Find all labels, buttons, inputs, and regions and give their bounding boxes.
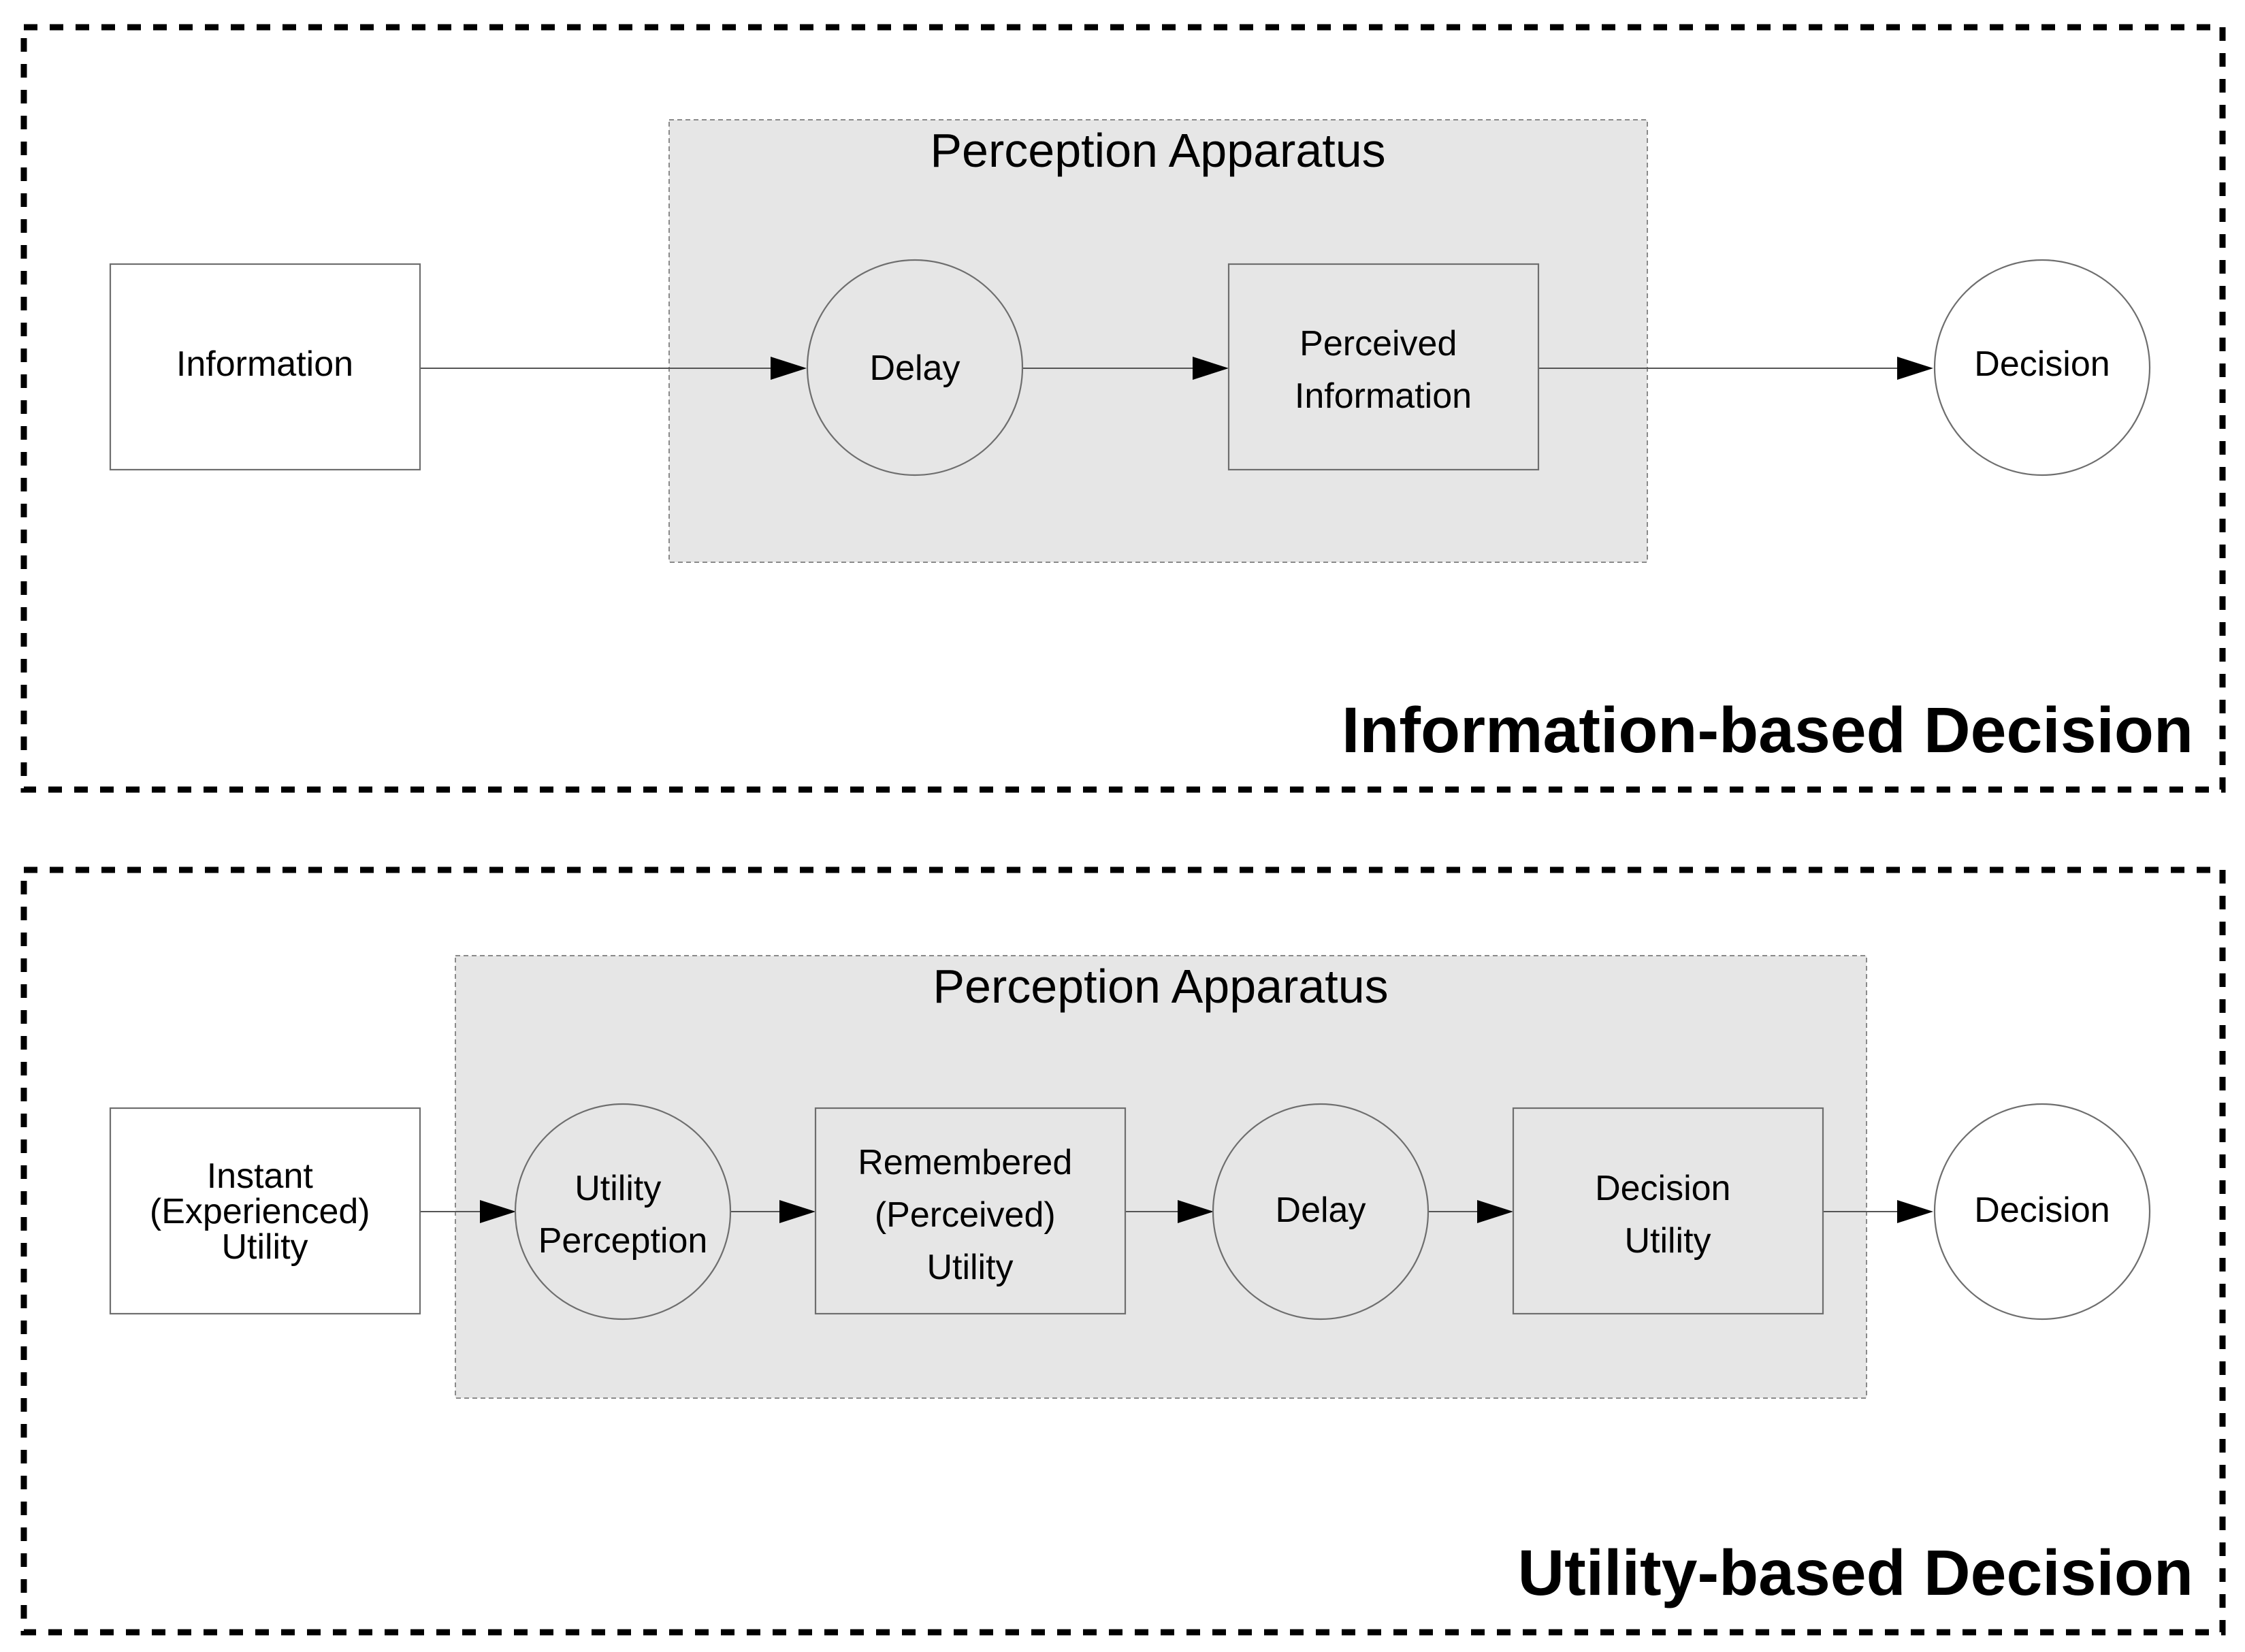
arrowhead xyxy=(771,357,807,380)
node-label-line: Utility xyxy=(926,1248,1013,1287)
node-label: Delay xyxy=(870,349,960,388)
node-label-line: (Experienced) xyxy=(150,1192,370,1231)
panel-title: Information-based Decision xyxy=(1342,694,2193,766)
node-label-line: Decision xyxy=(1595,1169,1730,1208)
arrowhead xyxy=(1477,1200,1513,1223)
node-label-line: Utility xyxy=(1624,1221,1711,1261)
node-information: Information xyxy=(109,263,421,471)
panel-information-based: Perception Apparatus Information Delay P… xyxy=(20,24,2226,793)
node-label: Decision Utility xyxy=(1595,1169,1741,1261)
node-label-line: Information xyxy=(1295,376,1472,416)
node-label: Decision xyxy=(1974,1191,2110,1230)
group-label: Perception Apparatus xyxy=(930,124,1385,177)
node-label: Utility Perception xyxy=(538,1169,708,1261)
node-instant-experienced-utility: Instant (Experienced) Utility xyxy=(109,1107,421,1315)
node-label-line: Utility xyxy=(575,1169,661,1208)
node-label: Decision xyxy=(1974,344,2110,384)
node-perceived-information: Perceived Information xyxy=(1227,263,1540,471)
arrowhead xyxy=(480,1200,516,1223)
node-label: Information xyxy=(176,344,353,384)
node-delay: Delay xyxy=(806,259,1024,476)
panel-border xyxy=(20,24,2226,793)
node-decision-utility: Decision Utility xyxy=(1512,1107,1824,1315)
arrowhead xyxy=(779,1200,815,1223)
node-label: Remembered (Perceived) Utility xyxy=(858,1143,1082,1287)
node-label-line: Utility xyxy=(221,1227,308,1267)
arrowhead xyxy=(1897,1200,1933,1223)
node-label-line: Remembered xyxy=(858,1143,1072,1182)
panel-border xyxy=(20,867,2226,1636)
node-label-line: Perception xyxy=(538,1221,708,1261)
node-label: Delay xyxy=(1276,1191,1366,1230)
node-label-line: Instant xyxy=(207,1156,314,1196)
node-label: Perceived Information xyxy=(1295,324,1472,416)
node-decision: Decision xyxy=(1933,259,2151,476)
node-remembered-perceived-utility: Remembered (Perceived) Utility xyxy=(814,1107,1127,1315)
node-delay: Delay xyxy=(1212,1103,1430,1321)
arrowhead xyxy=(1897,357,1933,380)
group-label: Perception Apparatus xyxy=(933,960,1388,1013)
node-label-line: (Perceived) xyxy=(875,1195,1056,1235)
arrowhead xyxy=(1178,1200,1214,1223)
node-decision: Decision xyxy=(1933,1103,2151,1321)
node-label: Instant (Experienced) Utility xyxy=(150,1156,380,1267)
panel-title: Utility-based Decision xyxy=(1518,1537,2193,1609)
node-utility-perception: Utility Perception xyxy=(514,1103,732,1321)
panel-utility-based: Perception Apparatus Instant (Experience… xyxy=(20,867,2226,1636)
arrowhead xyxy=(1193,357,1229,380)
node-label-line: Perceived xyxy=(1299,324,1457,363)
